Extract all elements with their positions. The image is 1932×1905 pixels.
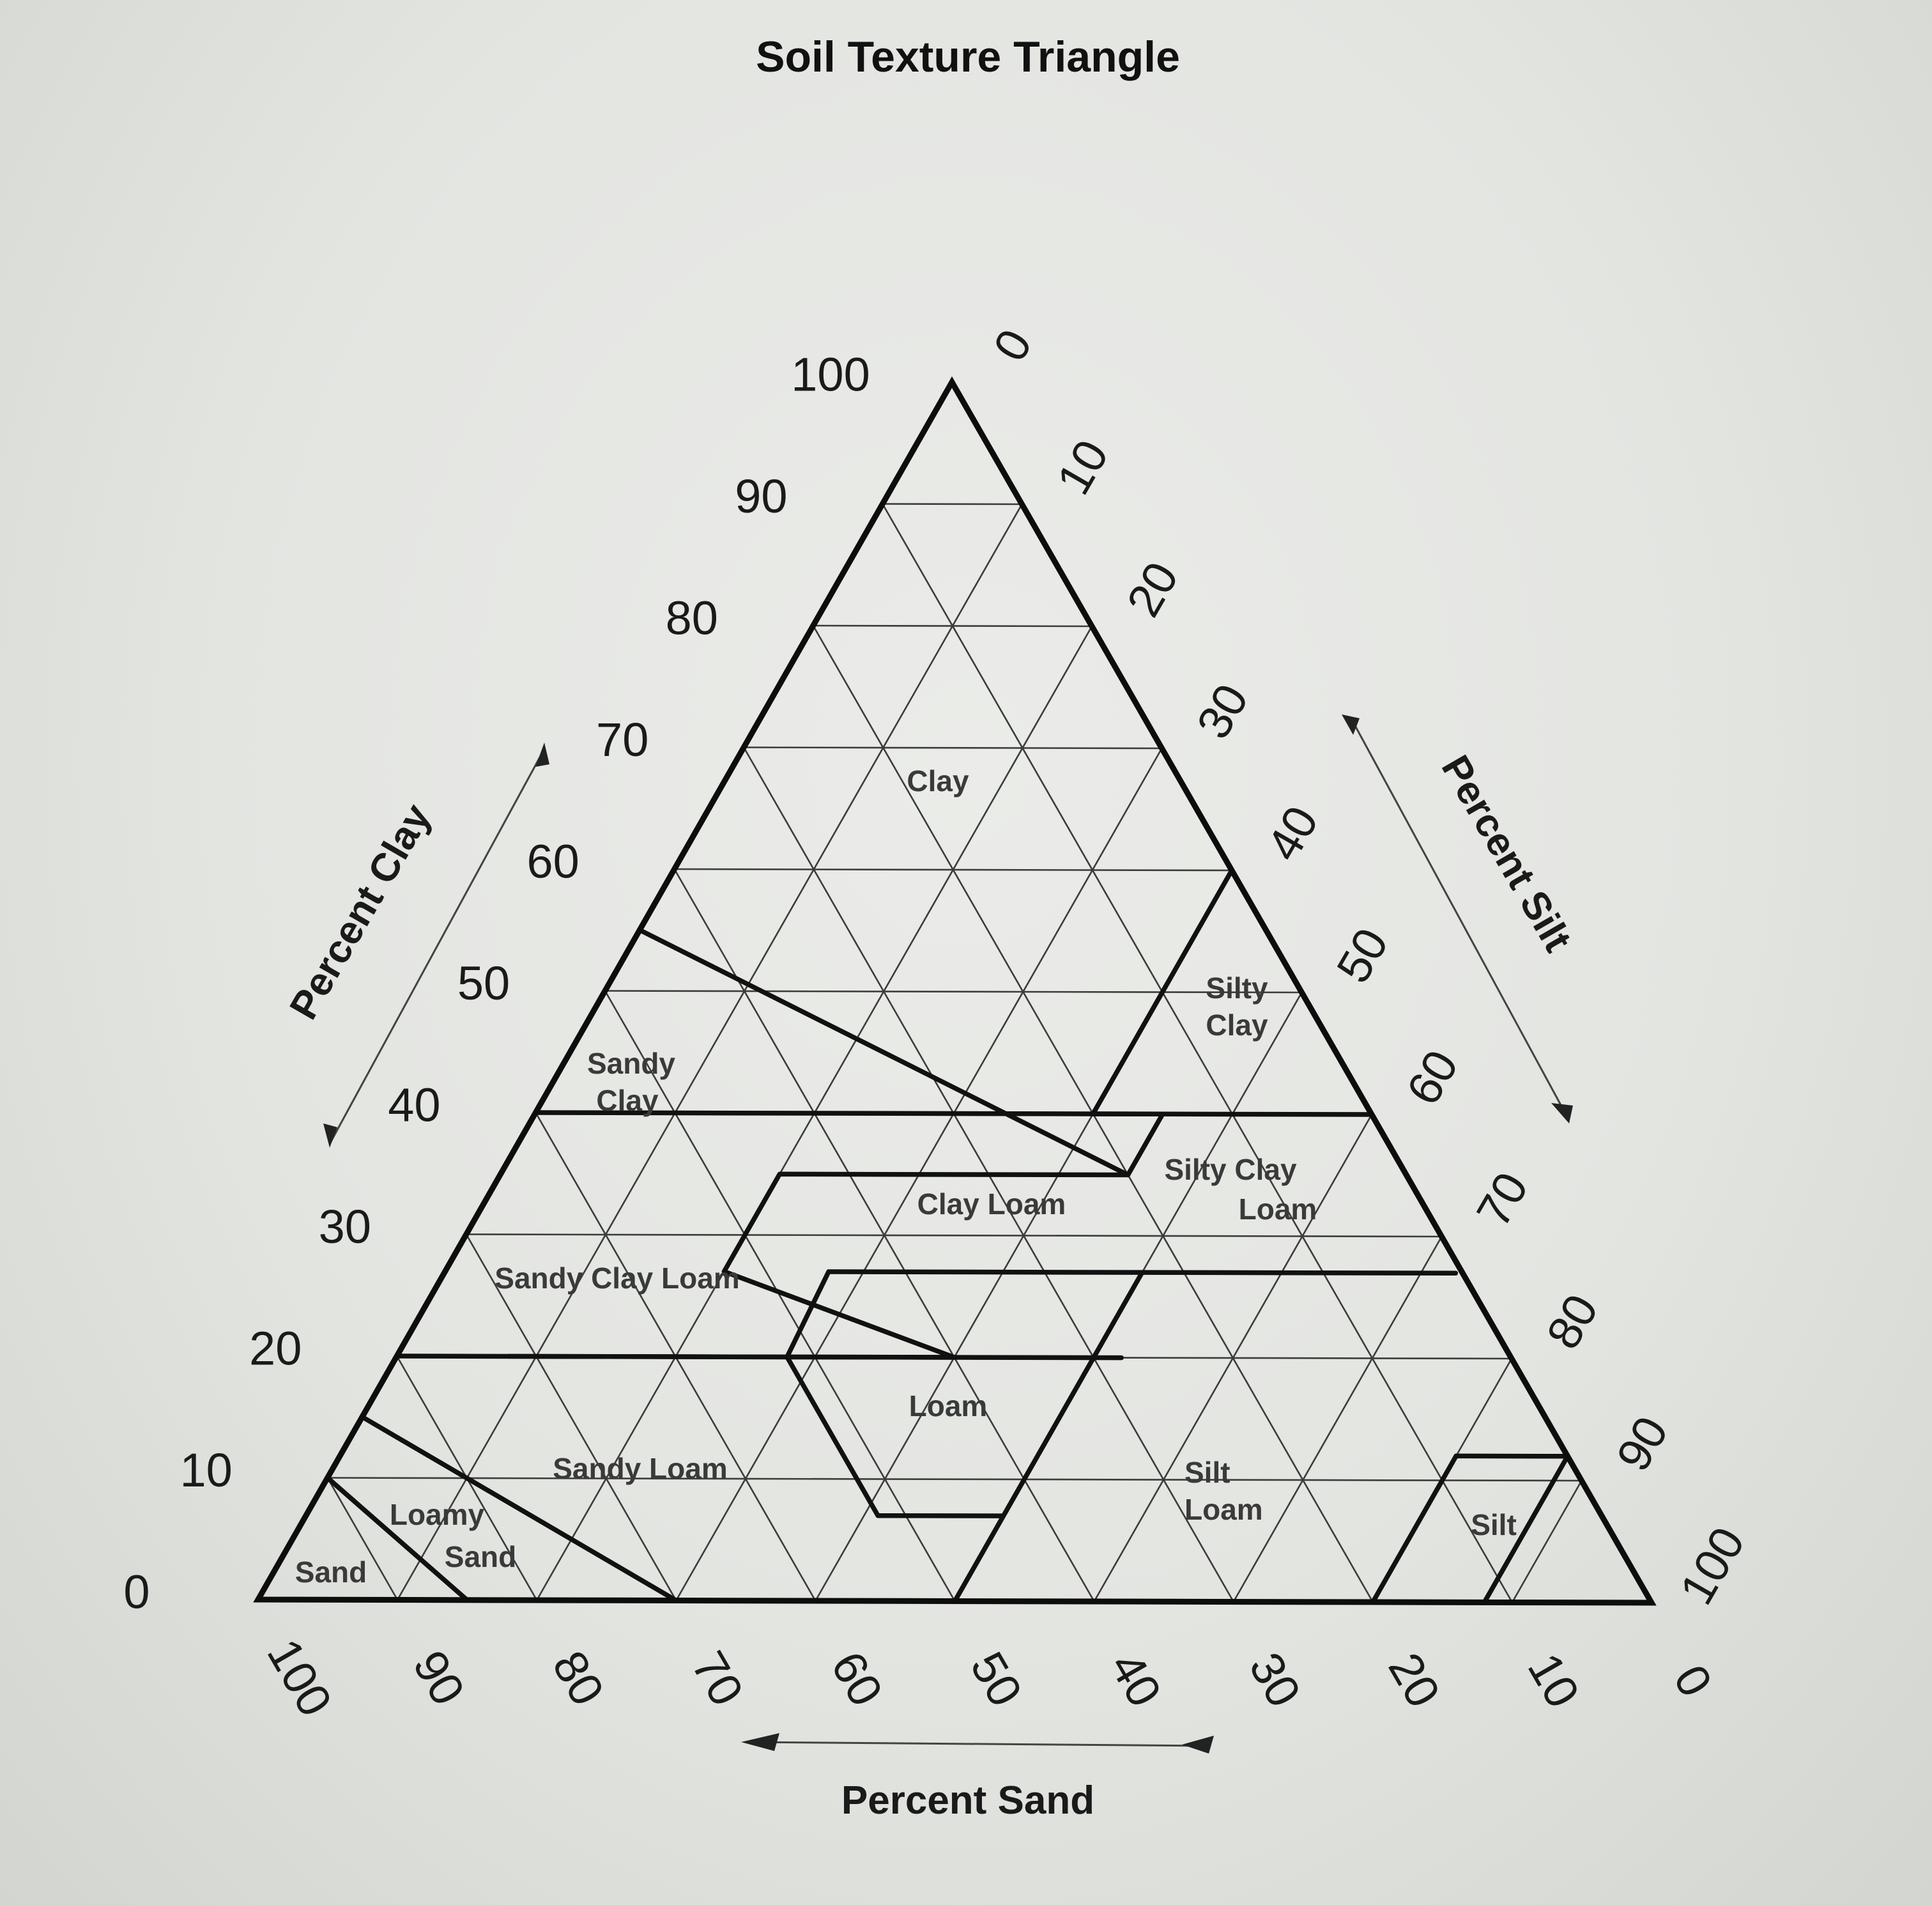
- region-label-sand: Sand: [295, 1555, 367, 1589]
- grid-line-silt: [1232, 1236, 1443, 1603]
- texture-boundary-1: [637, 927, 1131, 1178]
- clay-tick-30: 30: [319, 1200, 371, 1253]
- sand-tick-30: 30: [1239, 1644, 1311, 1716]
- region-label-silty-clay-line2: Clay: [1206, 1008, 1268, 1042]
- region-label-clay-loam: Clay Loam: [917, 1187, 1066, 1221]
- region-label-loamy-sand-line1: Loamy: [390, 1498, 485, 1531]
- texture-boundary-9: [360, 1414, 679, 1603]
- region-label-clay: Clay: [907, 764, 969, 798]
- clay-tick-40: 40: [388, 1079, 440, 1132]
- silt-tick-100: 100: [1669, 1518, 1755, 1613]
- clay-tick-50: 50: [457, 957, 510, 1010]
- clay-tick-60: 60: [526, 835, 579, 888]
- clay-tick-10: 10: [180, 1444, 232, 1497]
- texture-boundary-5: [952, 1270, 1145, 1604]
- sand-axis-title: Percent Sand: [841, 1778, 1094, 1823]
- clay-axis-title: Percent Clay: [281, 796, 440, 1026]
- clay-axis-ticks: 0 10 20 30 40 50 60 70 80 90 100: [123, 348, 870, 1619]
- sand-tick-40: 40: [1100, 1644, 1172, 1716]
- grid-line-silt: [1511, 1480, 1583, 1603]
- sand-axis-arrow: [741, 1733, 1214, 1754]
- clay-axis-arrow: [323, 743, 549, 1148]
- grid-line-silt: [1093, 1114, 1373, 1602]
- silt-tick-50: 50: [1326, 920, 1399, 992]
- region-label-sandy-loam: Sandy Loam: [553, 1452, 728, 1485]
- silt-tick-0: 0: [983, 320, 1042, 369]
- clay-tick-100: 100: [791, 348, 870, 401]
- region-label-sandy-clay-line1: Sandy: [587, 1047, 675, 1080]
- region-label-silty-clay-line1: Silty: [1206, 971, 1268, 1005]
- texture-class-boundaries: [325, 868, 1570, 1605]
- sand-tick-70: 70: [682, 1642, 754, 1715]
- grid-line-silt: [396, 504, 1023, 1601]
- sand-tick-60: 60: [821, 1643, 893, 1715]
- grid-line-sand: [604, 990, 956, 1602]
- grid-line-clay: [882, 503, 1022, 505]
- region-label-sandy-clay-line2: Clay: [596, 1084, 659, 1117]
- texture-boundary-11: [1370, 1453, 1459, 1605]
- silt-tick-30: 30: [1186, 675, 1259, 748]
- texture-boundary-7: [394, 1354, 1124, 1361]
- grid-line-clay: [744, 746, 1162, 750]
- region-label-silt: Silt: [1471, 1508, 1517, 1541]
- clay-tick-80: 80: [666, 592, 718, 645]
- silt-tick-40: 40: [1256, 798, 1328, 870]
- silt-axis-arrow: [1342, 714, 1573, 1123]
- texture-boundary-2: [1091, 868, 1234, 1116]
- region-label-loam: Loam: [909, 1389, 988, 1423]
- grid-lines: [326, 503, 1583, 1603]
- silt-tick-60: 60: [1396, 1042, 1468, 1114]
- silt-tick-20: 20: [1116, 553, 1188, 626]
- silt-axis-title: Percent Silt: [1433, 748, 1580, 959]
- region-label-silt-loam-line2: Loam: [1184, 1493, 1263, 1526]
- sand-tick-0: 0: [1664, 1656, 1722, 1705]
- grid-line-clay: [604, 990, 1302, 994]
- silt-tick-80: 80: [1536, 1286, 1608, 1358]
- grid-line-sand: [882, 503, 1514, 1603]
- sand-tick-100: 100: [257, 1630, 342, 1725]
- grid-line-sand: [465, 1233, 677, 1601]
- silt-tick-90: 90: [1606, 1408, 1678, 1480]
- grid-line-clay: [327, 1477, 1582, 1482]
- region-label-silty-clay-loam-line1: Silty Clay: [1164, 1153, 1297, 1186]
- region-label-silt-loam-line1: Silt: [1184, 1456, 1230, 1489]
- texture-boundary-6: [785, 1269, 1006, 1518]
- silt-axis-ticks: 0 10 20 30 40 50 60 70 80 90 100: [983, 320, 1755, 1613]
- sand-tick-90: 90: [403, 1642, 475, 1714]
- sand-tick-80: 80: [542, 1642, 615, 1715]
- sand-tick-50: 50: [960, 1643, 1032, 1715]
- clay-tick-0: 0: [123, 1566, 150, 1619]
- region-labels: Clay Sandy Clay Silty Clay Clay Loam Sil…: [295, 764, 1517, 1589]
- clay-tick-90: 90: [735, 470, 787, 523]
- silt-tick-70: 70: [1466, 1164, 1538, 1236]
- diagram-title: Soil Texture Triangle: [756, 33, 1180, 81]
- grid-line-sand: [326, 1477, 399, 1601]
- clay-tick-70: 70: [596, 713, 648, 766]
- grid-line-clay: [466, 1233, 1442, 1238]
- region-label-sandy-clay-loam: Sandy Clay Loam: [494, 1261, 739, 1295]
- silt-tick-10: 10: [1046, 431, 1119, 504]
- triangle-outline: [253, 376, 1657, 1606]
- grid-line-clay: [674, 868, 1232, 872]
- region-label-loamy-sand-line2: Sand: [445, 1540, 516, 1573]
- sand-tick-20: 20: [1378, 1644, 1450, 1716]
- region-label-silty-clay-loam-line2: Loam: [1239, 1192, 1317, 1226]
- texture-boundary-8: [325, 1475, 470, 1603]
- sand-tick-10: 10: [1518, 1644, 1590, 1716]
- clay-tick-20: 20: [249, 1322, 302, 1375]
